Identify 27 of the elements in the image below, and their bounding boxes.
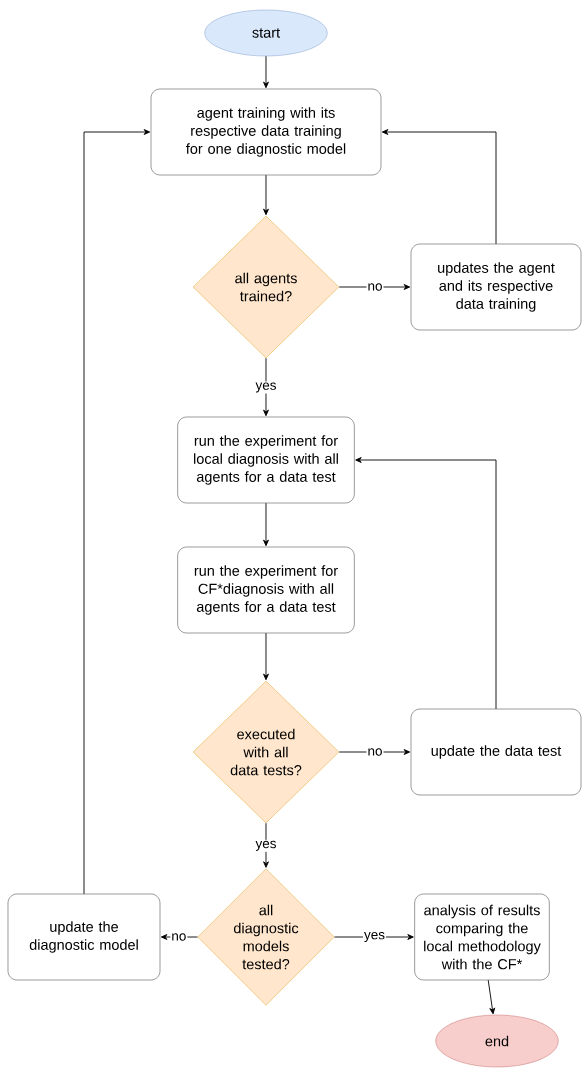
process-box: run the experiment for CF*diagnosis with all agents for a data test: [177, 546, 355, 634]
process-box: run the experiment for local diagnosis with all agents for a data test: [177, 416, 355, 504]
arrow: [263, 502, 269, 547]
edge-label: yes: [254, 381, 278, 394]
arrow: [160, 934, 198, 940]
arrow: [263, 822, 269, 868]
process-box: agent training with its respective data training for one diagnostic model: [150, 88, 382, 176]
arrow: [263, 357, 269, 417]
edge-label: no: [366, 747, 384, 757]
process-box: update the diagnostic model: [7, 893, 161, 981]
edge-label: yes: [254, 839, 278, 852]
process-box: updates the agent and its respective data training: [410, 243, 582, 331]
arrow: [338, 749, 411, 755]
arrow: [263, 632, 269, 681]
edge-label: no: [170, 932, 188, 942]
process-box: update the data test: [410, 708, 582, 796]
edge-label: yes: [363, 931, 386, 944]
arrow: [355, 457, 497, 710]
arrow: [263, 55, 269, 89]
arrow: [83, 129, 151, 895]
arrow: [263, 174, 269, 216]
arrow: [334, 934, 414, 940]
arrow: [487, 979, 496, 1015]
arrow: [381, 129, 497, 245]
process-box: analysis of results comparing the local methodology with the CF*: [414, 893, 550, 981]
edge-label: no: [366, 282, 384, 292]
arrow: [338, 284, 411, 290]
